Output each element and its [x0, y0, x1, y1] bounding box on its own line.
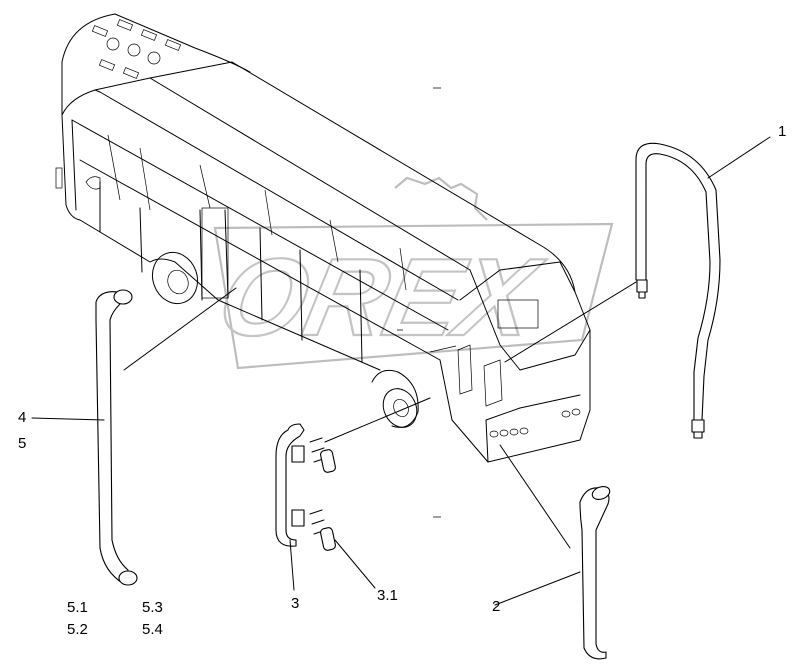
roof-vents [91, 19, 182, 79]
part-1-hose [635, 142, 721, 439]
part-labels: 1 2 3 3.1 4 5 5.1 5.2 5.3 5.4 [18, 123, 786, 638]
part-2-hose [579, 486, 611, 660]
label-2: 2 [492, 598, 500, 615]
label-5-3: 5.3 [142, 599, 163, 616]
headlights [489, 408, 581, 438]
label-5-1: 5.1 [67, 599, 88, 616]
part-4-hose [95, 289, 138, 586]
label-5: 5 [18, 435, 26, 452]
rear-wheel [151, 251, 199, 305]
leader-lines [31, 87, 771, 606]
label-5-2: 5.2 [67, 621, 88, 638]
label-3-1: 3.1 [377, 587, 398, 604]
bus-illustration [55, 13, 591, 463]
part-3-handle [275, 423, 336, 551]
label-1: 1 [778, 123, 786, 140]
label-4: 4 [18, 409, 26, 426]
orex-watermark: OREX [208, 176, 614, 370]
label-3: 3 [291, 595, 299, 612]
front-wheel [371, 369, 419, 428]
label-5-4: 5.4 [142, 621, 163, 638]
